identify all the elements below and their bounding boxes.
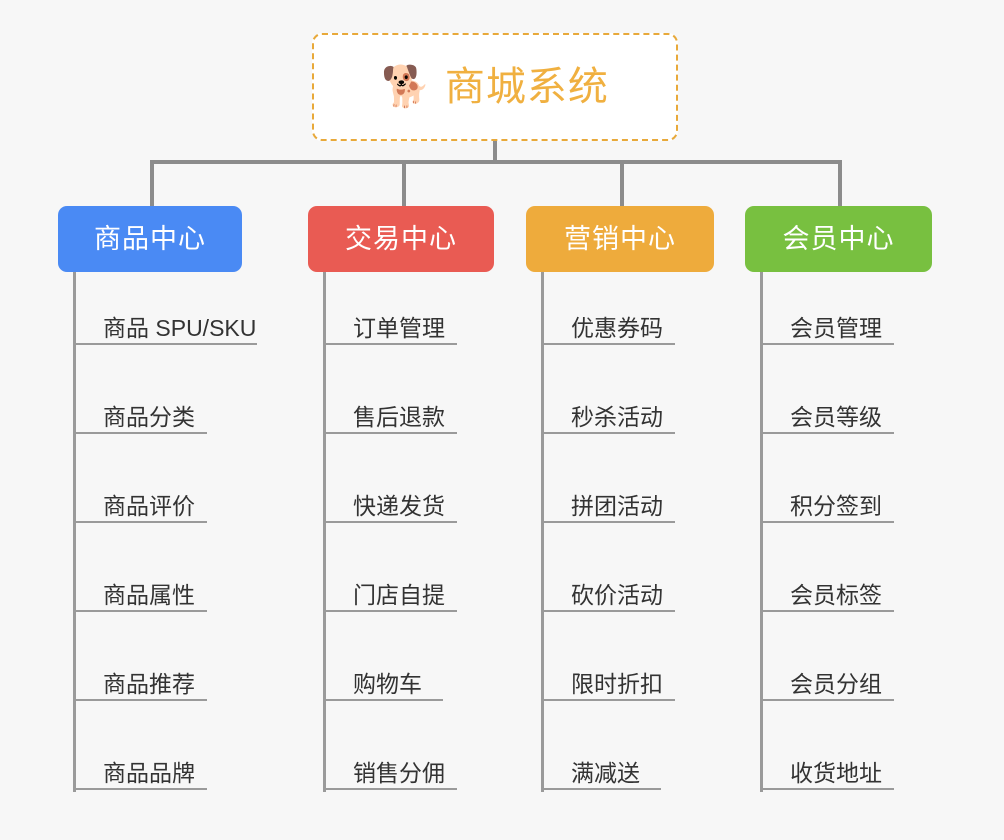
leaf-label: 商品品牌 [103, 760, 195, 786]
leaf-underline [323, 610, 457, 612]
leaf-underline [73, 432, 207, 434]
leaf-underline [760, 610, 894, 612]
leaf-underline [323, 343, 457, 345]
leaf-label: 秒杀活动 [571, 404, 663, 430]
leaf-label: 商品分类 [103, 404, 195, 430]
column-rail-4 [760, 272, 763, 792]
leaf-label: 限时折扣 [571, 671, 663, 697]
leaf-underline [323, 521, 457, 523]
leaf-label: 商品属性 [103, 582, 195, 608]
category-label: 会员中心 [782, 223, 895, 254]
leaf-label: 快递发货 [353, 493, 445, 519]
root-node[interactable]: 🐕 商城系统 [312, 33, 678, 141]
leaf-underline [541, 432, 675, 434]
leaf-underline [541, 521, 675, 523]
leaf-label: 拼团活动 [571, 493, 663, 519]
leaf-underline [760, 432, 894, 434]
drop-line-1 [150, 160, 154, 206]
leaf-underline [760, 788, 894, 790]
column-rail-1 [73, 272, 76, 792]
drop-line-4 [838, 160, 842, 206]
category-header-4[interactable]: 会员中心 [745, 206, 932, 272]
leaf-label: 门店自提 [353, 582, 445, 608]
leaf-label: 砍价活动 [571, 582, 663, 608]
leaf-label: 收货地址 [790, 760, 882, 786]
leaf-underline [73, 343, 257, 345]
leaf-underline [541, 343, 675, 345]
root-title: 商城系统 [444, 65, 609, 109]
leaf-label: 售后退款 [353, 404, 445, 430]
leaf-label: 购物车 [353, 671, 422, 697]
drop-line-3 [620, 160, 624, 206]
leaf-underline [760, 343, 894, 345]
leaf-underline [541, 788, 661, 790]
leaf-underline [73, 699, 207, 701]
leaf-underline [541, 699, 675, 701]
leaf-label: 订单管理 [353, 315, 445, 341]
leaf-underline [760, 521, 894, 523]
leaf-label: 商品 SPU/SKU [103, 315, 257, 341]
leaf-label: 会员分组 [790, 671, 882, 697]
leaf-label: 会员管理 [790, 315, 882, 341]
root-stem-line [493, 141, 497, 164]
column-rail-3 [541, 272, 544, 792]
drop-line-2 [402, 160, 406, 206]
leaf-underline [323, 699, 443, 701]
category-label: 交易中心 [345, 223, 457, 254]
leaf-label: 销售分佣 [353, 760, 445, 786]
category-header-3[interactable]: 营销中心 [526, 206, 714, 272]
leaf-underline [323, 432, 457, 434]
category-header-2[interactable]: 交易中心 [308, 206, 494, 272]
leaf-label: 商品推荐 [103, 671, 195, 697]
category-label: 营销中心 [564, 223, 676, 254]
leaf-underline [73, 788, 207, 790]
leaf-label: 商品评价 [103, 493, 195, 519]
category-label: 商品中心 [94, 223, 206, 254]
leaf-label: 会员等级 [790, 404, 882, 430]
category-header-1[interactable]: 商品中心 [58, 206, 242, 272]
leaf-underline [73, 521, 207, 523]
leaf-underline [760, 699, 894, 701]
shiba-dog-face-icon: 🐕 [381, 65, 431, 109]
column-rail-2 [323, 272, 326, 792]
leaf-underline [73, 610, 207, 612]
leaf-label: 满减送 [571, 760, 640, 786]
leaf-label: 优惠券码 [571, 315, 663, 341]
leaf-underline [323, 788, 457, 790]
leaf-underline [541, 610, 675, 612]
leaf-label: 会员标签 [790, 582, 882, 608]
leaf-label: 积分签到 [790, 493, 882, 519]
horizontal-bus-line [150, 160, 842, 164]
